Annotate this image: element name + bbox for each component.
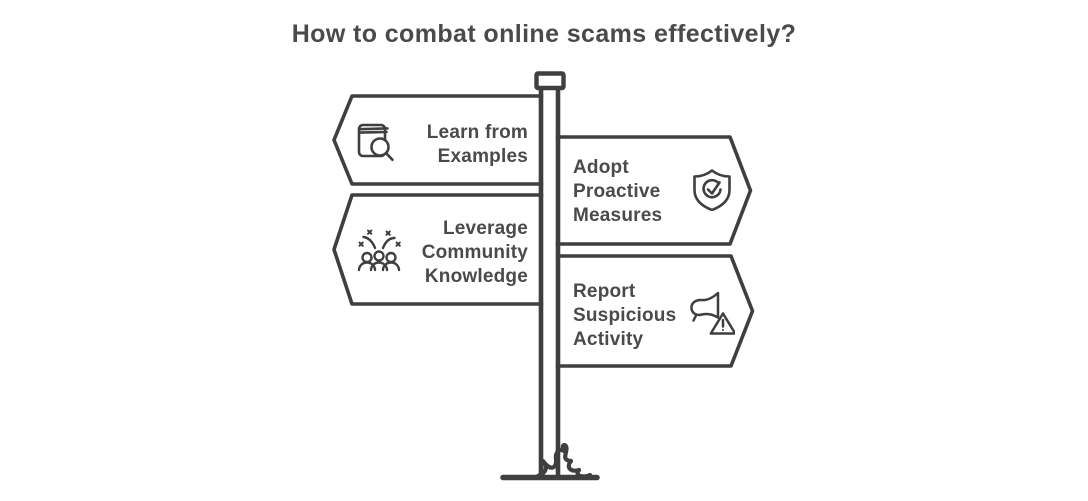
sign-line: Suspicious [573, 305, 677, 326]
sign-shape-leverage-community-knowledge [332, 193, 549, 306]
sign-label-learn-from-examples: Learn from Examples [427, 121, 528, 169]
sign-line: Adopt [573, 157, 629, 178]
community-celebration-icon [356, 227, 402, 278]
megaphone-alert-icon [687, 289, 737, 342]
infographic-title: How to combat online scams effectively? [291, 20, 797, 48]
sign-label-report-suspicious-activity: Report Suspicious Activity [573, 280, 676, 352]
book-magnifier-icon [352, 116, 398, 167]
sign-line: Learn from [426, 122, 528, 143]
sign-line: Community [421, 242, 528, 263]
sign-line: Examples [437, 146, 528, 167]
sign-line: Leverage [442, 218, 528, 239]
sign-label-adopt-proactive-measures: Adopt Proactive Measures [573, 156, 662, 228]
signpost-pole [534, 71, 566, 477]
sign-line: Measures [573, 205, 663, 226]
sign-shape-learn-from-examples [332, 94, 549, 186]
sign-line: Proactive [573, 181, 661, 202]
shield-check-icon [690, 167, 734, 216]
sign-line: Activity [573, 329, 644, 350]
grass-squiggle [535, 443, 593, 479]
sign-line: Knowledge [424, 266, 528, 287]
sign-line: Report [573, 281, 636, 302]
sign-label-leverage-community-knowledge: Leverage Community Knowledge [422, 217, 528, 289]
signpost-cap [534, 71, 566, 91]
